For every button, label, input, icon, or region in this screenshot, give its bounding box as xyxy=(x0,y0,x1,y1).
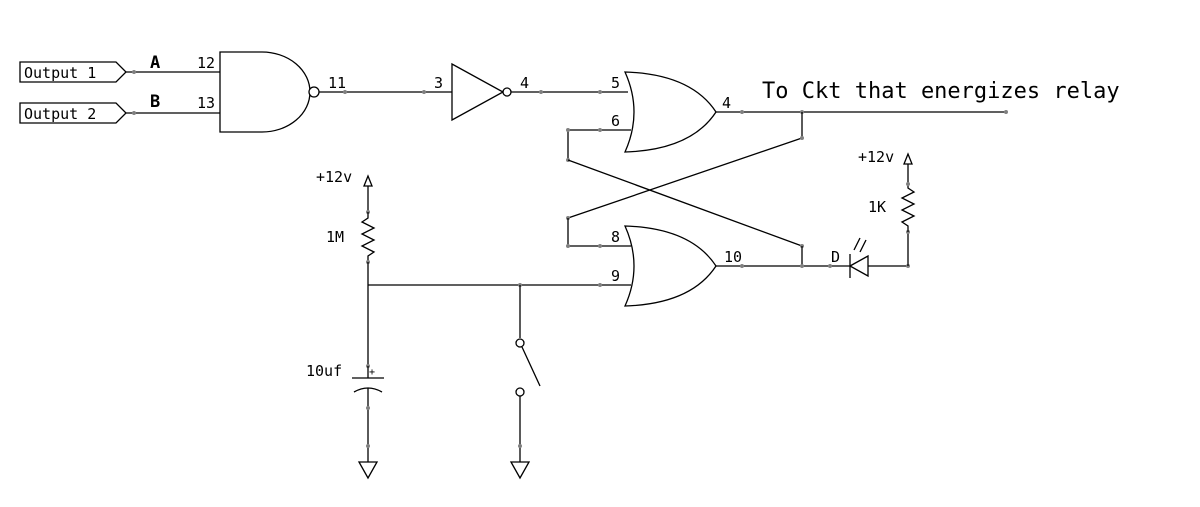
nand-gate xyxy=(219,51,320,133)
output-label: To Ckt that energizes relay xyxy=(762,79,1120,104)
resistor-1k xyxy=(900,184,916,232)
wire-node xyxy=(422,90,426,94)
wire-node xyxy=(598,283,602,287)
wire-node xyxy=(1004,110,1008,114)
pin-12-label: 12 xyxy=(197,54,215,72)
wire-node xyxy=(740,110,744,114)
wire-node xyxy=(598,128,602,132)
wire-node xyxy=(800,264,804,268)
wire-node xyxy=(518,444,522,448)
supply-left-label: +12v xyxy=(316,168,352,186)
push-switch xyxy=(515,338,541,397)
wire-node xyxy=(132,111,136,115)
or-gate-lower xyxy=(623,225,717,307)
pin-8-label: 8 xyxy=(611,228,620,246)
wire-cross-1 xyxy=(567,159,803,247)
supply-arrow-right xyxy=(903,152,913,165)
diode-label: D xyxy=(831,248,840,266)
input-output2: Output 2 xyxy=(19,102,127,124)
wire-node xyxy=(598,244,602,248)
pin-6-label: 6 xyxy=(611,112,620,130)
supply-arrow-left xyxy=(363,174,373,187)
pin-11-label: 11 xyxy=(328,74,346,92)
wire-node xyxy=(566,128,570,132)
wire-node xyxy=(566,244,570,248)
wire-cross-2 xyxy=(567,137,803,219)
pin-10-label: 10 xyxy=(724,248,742,266)
or-gate-upper xyxy=(623,71,717,153)
pin-9-label: 9 xyxy=(611,267,620,285)
resistor-1m xyxy=(360,212,376,262)
wire-node xyxy=(800,136,804,140)
led xyxy=(848,237,869,278)
pin-4-out-label: 4 xyxy=(722,94,731,112)
signal-b-label: B xyxy=(150,92,160,112)
ground-symbol-left xyxy=(357,461,379,480)
capacitor-label: 10uf xyxy=(306,362,342,380)
inverter-gate xyxy=(451,62,512,122)
wire-node xyxy=(828,264,832,268)
ground-symbol-right xyxy=(509,461,531,480)
resistor-1k-label: 1K xyxy=(868,198,886,216)
pin-13-label: 13 xyxy=(197,94,215,112)
input-output2-label: Output 2 xyxy=(24,105,96,123)
wire-node xyxy=(366,406,370,410)
wire-node xyxy=(132,70,136,74)
resistor-1m-label: 1M xyxy=(326,228,344,246)
wire-node xyxy=(366,444,370,448)
pin-3-label: 3 xyxy=(434,74,443,92)
capacitor-plus-label: + xyxy=(369,367,375,378)
supply-right-label: +12v xyxy=(858,148,894,166)
wire-node xyxy=(598,90,602,94)
wire-node xyxy=(906,182,910,186)
wire-node xyxy=(539,90,543,94)
pin-4-label: 4 xyxy=(520,74,529,92)
signal-a-label: A xyxy=(150,53,160,73)
input-output1-label: Output 1 xyxy=(24,64,96,82)
input-output1: Output 1 xyxy=(19,61,127,83)
wire-node xyxy=(740,264,744,268)
pin-5-label: 5 xyxy=(611,74,620,92)
wire-node xyxy=(343,90,347,94)
